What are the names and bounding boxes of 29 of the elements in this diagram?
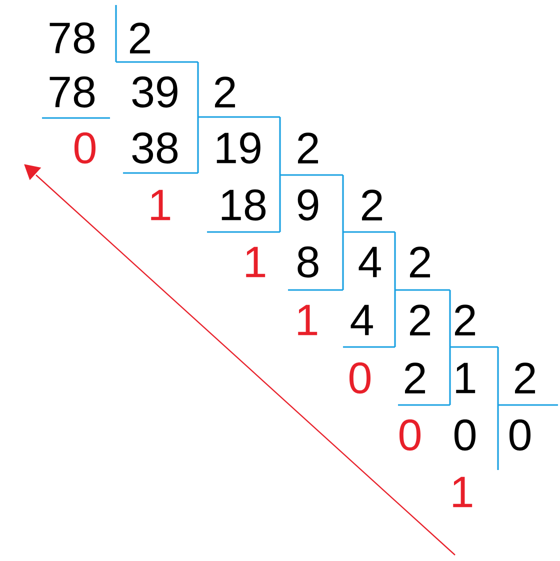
remainder-digit: 0	[400, 419, 420, 451]
number: 39	[132, 76, 178, 108]
number: 18	[222, 189, 266, 221]
number: 0	[454, 419, 476, 451]
remainder-digit: 0	[350, 362, 370, 394]
number: 2	[404, 362, 426, 394]
number: 2	[410, 246, 430, 278]
number: 2	[454, 304, 476, 336]
number: 4	[358, 246, 381, 278]
number: 78	[50, 76, 95, 108]
number: 2	[410, 304, 430, 336]
number: 8	[298, 246, 318, 278]
number: 2	[362, 190, 382, 220]
remainder-digit: 1	[453, 476, 472, 508]
number: 1	[456, 362, 476, 394]
remainder-digit: 1	[246, 246, 266, 278]
number: 0	[510, 419, 530, 451]
number: 2	[214, 76, 236, 108]
number: 2	[130, 22, 150, 54]
number: 2	[298, 132, 318, 164]
number: 19	[216, 132, 260, 164]
number: 9	[298, 189, 318, 221]
number: 2	[514, 362, 536, 394]
number: 4	[350, 304, 373, 336]
remainder-digit: 0	[74, 132, 96, 164]
number: 38	[132, 132, 178, 164]
remainder-digit: 1	[298, 304, 318, 336]
number: 78	[50, 22, 95, 54]
remainder-digit: 1	[151, 190, 170, 220]
